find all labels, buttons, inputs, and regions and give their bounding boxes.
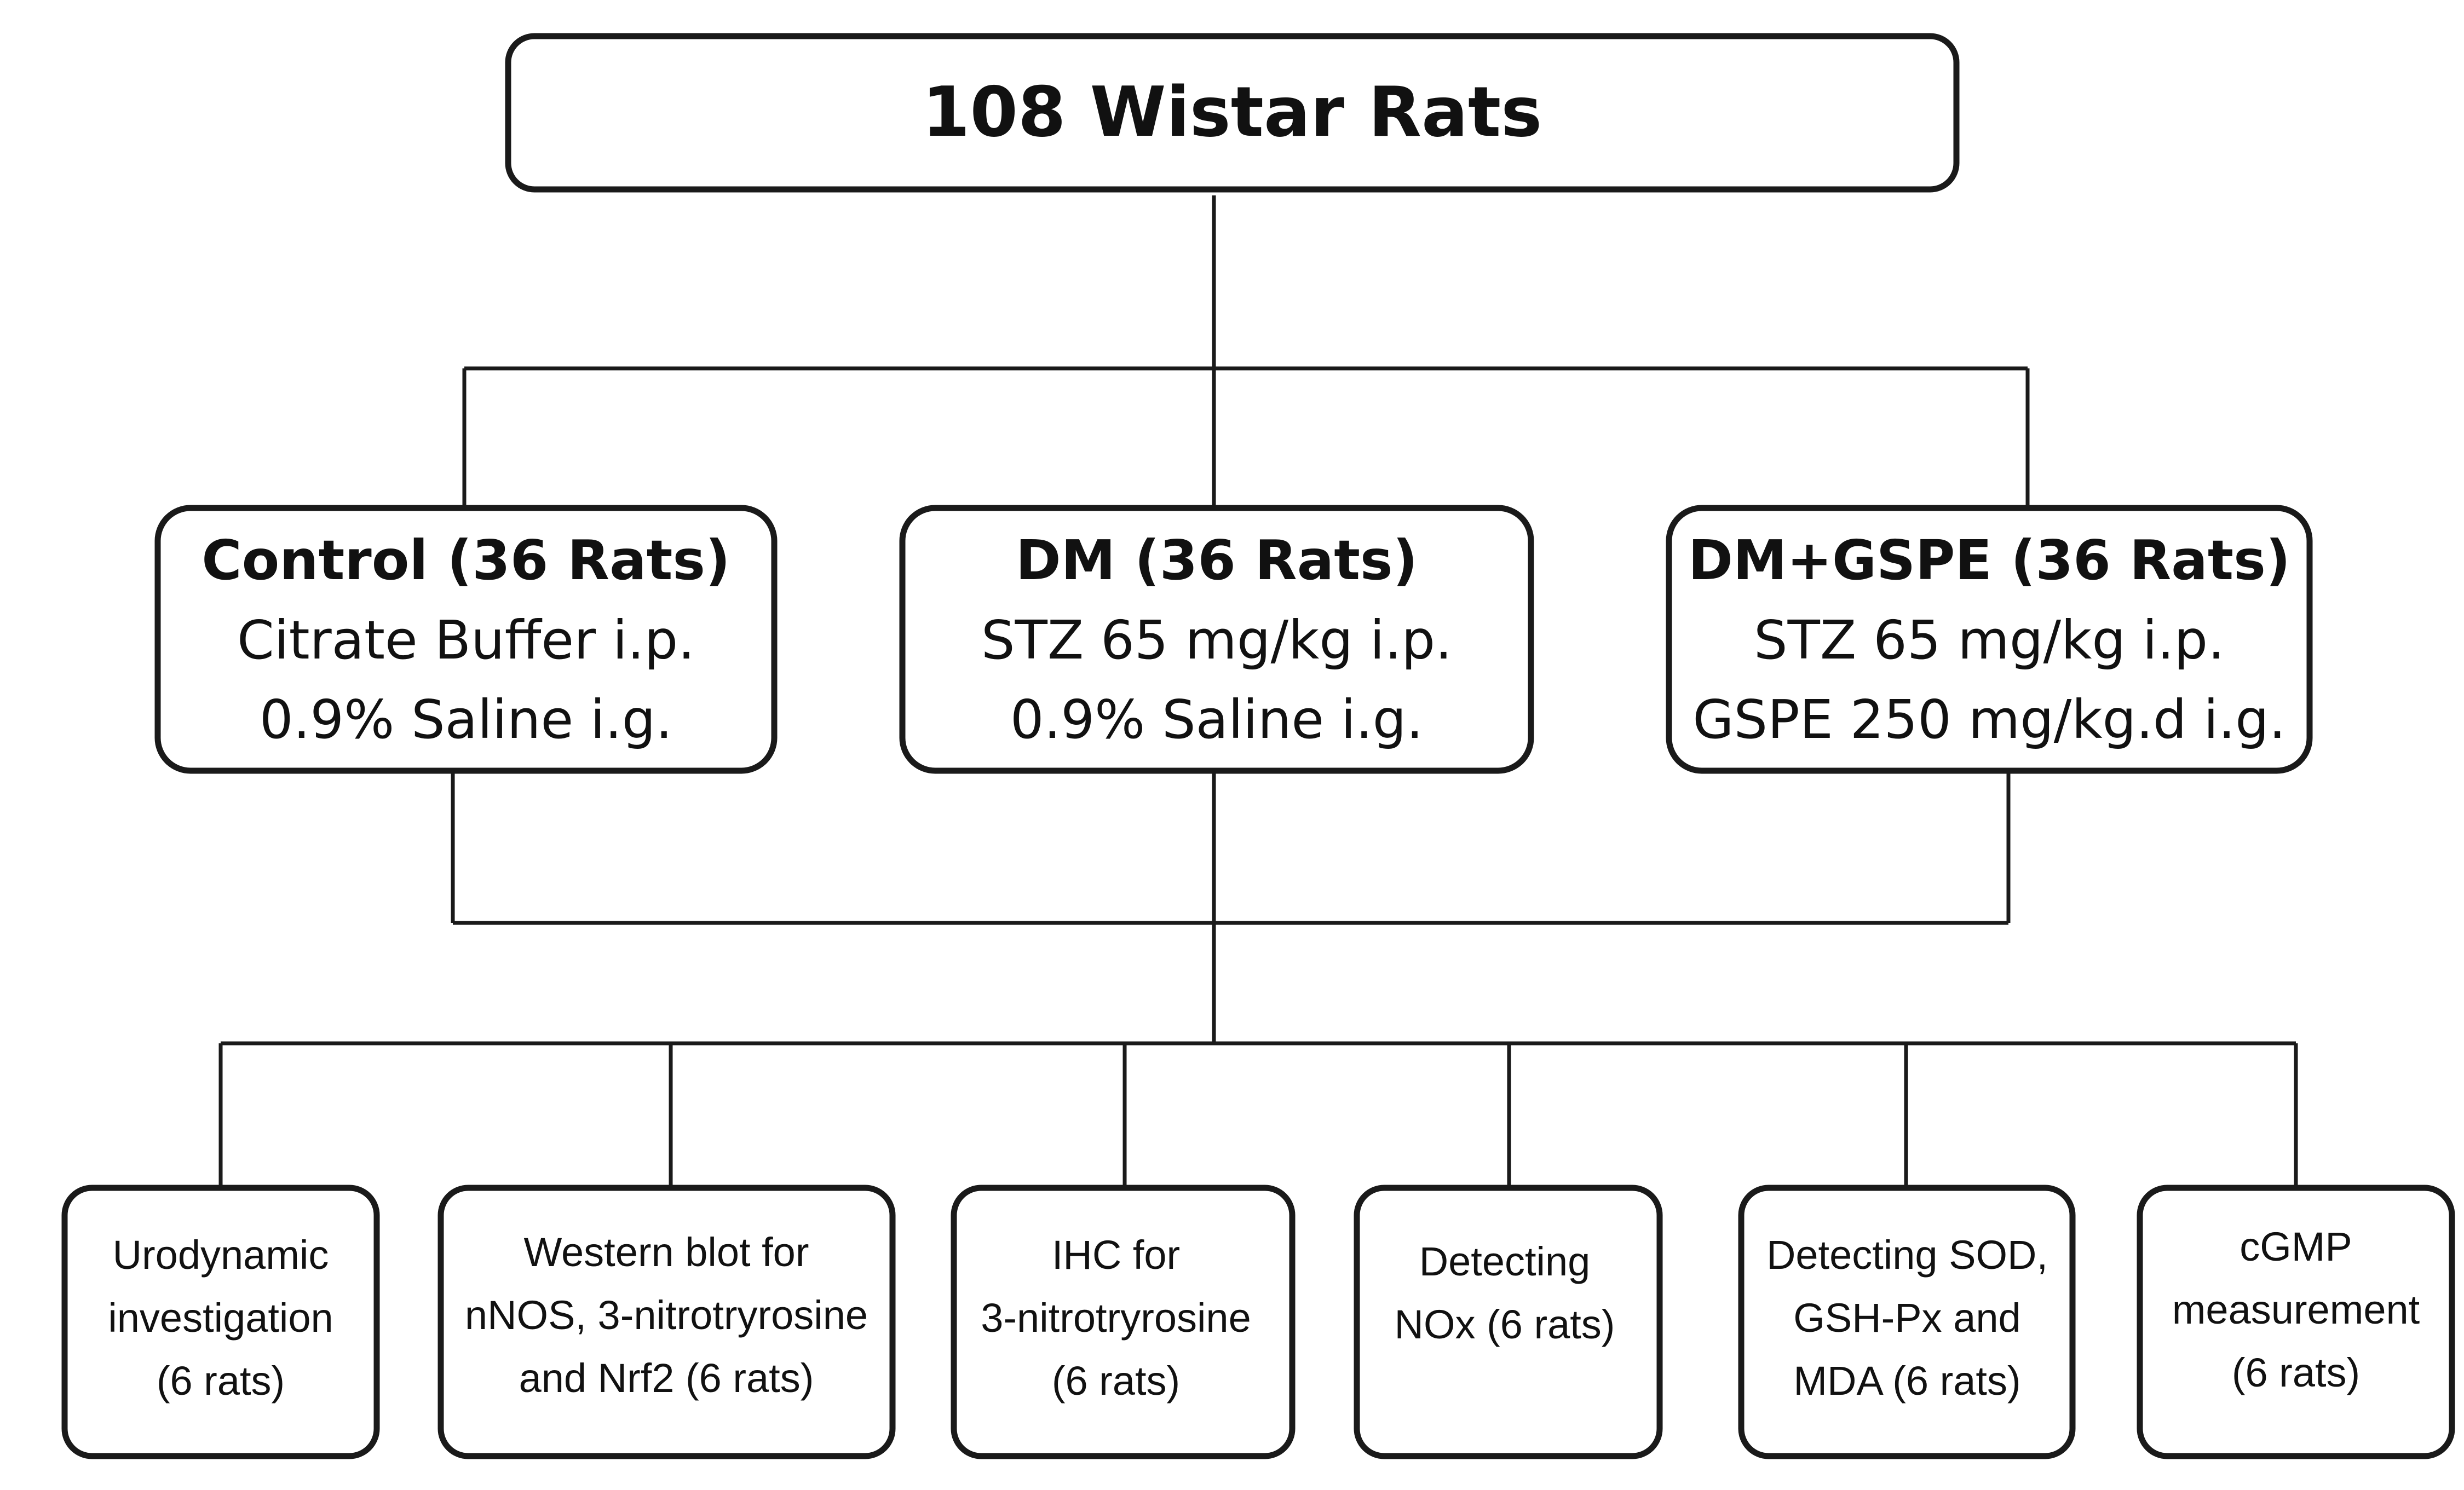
assay-node-cgmp: cGMP measurement (6 rats)	[2137, 1185, 2455, 1459]
assay-line: (6 rats)	[2232, 1350, 2360, 1395]
assay-line: and Nrf2 (6 rats)	[519, 1355, 814, 1401]
connectors	[218, 195, 2298, 1188]
assay-line: GSH-Px and	[1793, 1295, 2020, 1341]
group-title: DM+GSPE (36 Rats)	[1688, 528, 2290, 592]
group-detail-line: STZ 65 mg/kg i.p.	[981, 609, 1452, 671]
group-node-dm-gspe: DM+GSPE (36 Rats) STZ 65 mg/kg i.p. GSPE…	[1666, 505, 2313, 774]
group-detail-line: Citrate Buffer i.p.	[237, 609, 695, 671]
group-detail-line: GSPE 250 mg/kg.d i.g.	[1692, 689, 2285, 750]
assay-node-nox: Detecting NOx (6 rats)	[1354, 1185, 1663, 1459]
assay-line: (6 rats)	[1052, 1358, 1180, 1404]
group-title: DM (36 Rats)	[1016, 528, 1418, 592]
assay-line: cGMP	[2240, 1224, 2352, 1269]
assay-line: 3-nitrotryrosine	[981, 1295, 1251, 1341]
group-title: Control (36 Rats)	[202, 528, 730, 592]
root-node: 108 Wistar Rats	[505, 33, 1960, 193]
assay-line: IHC for	[1052, 1232, 1180, 1278]
assay-line: Detecting	[1419, 1239, 1591, 1284]
assay-node-urodynamic: Urodynamic investigation (6 rats)	[61, 1185, 380, 1459]
group-detail-line: STZ 65 mg/kg i.p.	[1754, 609, 2225, 671]
assay-line: (6 rats)	[157, 1358, 285, 1404]
group-detail-line: 0.9% Saline i.g.	[260, 689, 672, 750]
assay-node-sod-gshpx-mda: Detecting SOD, GSH-Px and MDA (6 rats)	[1738, 1185, 2076, 1459]
group-node-dm: DM (36 Rats) STZ 65 mg/kg i.p. 0.9% Sali…	[899, 505, 1534, 774]
assay-line: Detecting SOD,	[1766, 1232, 2048, 1278]
assay-line: Urodynamic	[113, 1232, 329, 1278]
group-node-control: Control (36 Rats) Citrate Buffer i.p. 0.…	[154, 505, 778, 774]
assay-line: Western blot for	[524, 1229, 809, 1275]
assay-line: investigation	[108, 1295, 333, 1341]
assay-line: measurement	[2172, 1287, 2420, 1332]
assay-line: MDA (6 rats)	[1793, 1358, 2020, 1404]
root-label: 108 Wistar Rats	[922, 72, 1542, 152]
group-detail-line: 0.9% Saline i.g.	[1010, 689, 1423, 750]
assay-line: NOx (6 rats)	[1395, 1302, 1615, 1347]
assay-node-western-blot: Western blot for nNOS, 3-nitrotryrosine …	[437, 1185, 896, 1459]
assay-line: nNOS, 3-nitrotryrosine	[465, 1292, 868, 1338]
assay-node-ihc: IHC for 3-nitrotryrosine (6 rats)	[951, 1185, 1296, 1459]
